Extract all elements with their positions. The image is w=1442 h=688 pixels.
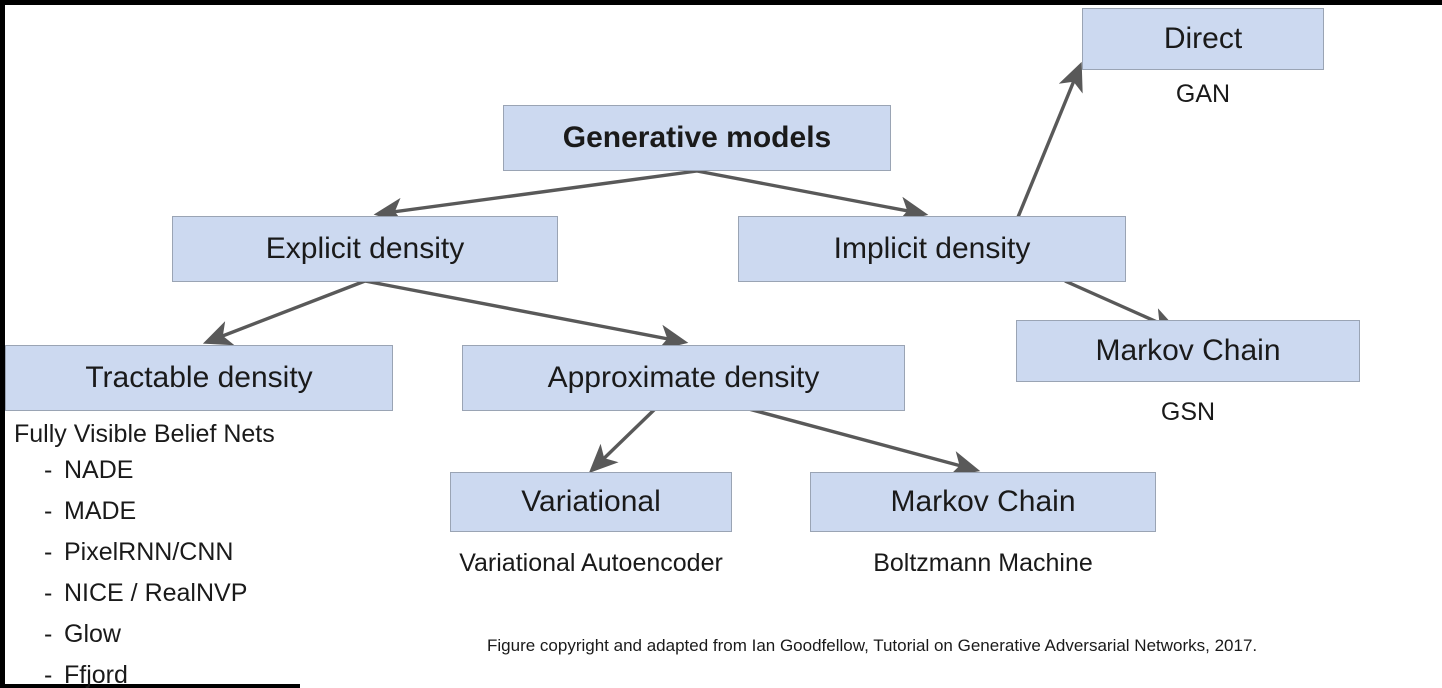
node-explicit-density[interactable]: Explicit density [172, 216, 558, 282]
sublabel-variational-autoencoder-text: Variational Autoencoder [459, 549, 723, 577]
edge-explicit-to-tractable [202, 279, 366, 346]
node-tractable-density[interactable]: Tractable density [5, 345, 393, 411]
tractable-examples-list: - NADE - MADE - PixelRNN/CNN - NICE / Re… [14, 458, 275, 688]
node-direct-label: Direct [1163, 22, 1243, 55]
node-tractable-density-label: Tractable density [85, 361, 313, 394]
list-item: - Ffjord [14, 663, 275, 688]
list-item-label: MADE [64, 497, 137, 525]
node-markov-chain-approximate[interactable]: Markov Chain [810, 472, 1156, 532]
node-markov-chain-approximate-label: Markov Chain [890, 485, 1076, 518]
edge-implicit-to-direct [1014, 61, 1083, 223]
figure-caption-text: Figure copyright and adapted from Ian Go… [487, 636, 1258, 655]
list-item-label: PixelRNN/CNN [64, 538, 234, 566]
edge-approximate-to-variational [588, 407, 657, 474]
tractable-density-examples: Fully Visible Belief Nets - NADE - MADE … [14, 422, 275, 688]
node-implicit-density-label: Implicit density [833, 232, 1031, 265]
bullet-dash: - [44, 456, 53, 484]
tractable-examples-title: Fully Visible Belief Nets [14, 420, 275, 448]
bullet-dash: - [44, 497, 53, 525]
list-item: - Glow [14, 622, 275, 647]
edge-approximate-to-markov-bottom [744, 406, 981, 477]
figure-caption: Figure copyright and adapted from Ian Go… [487, 637, 1257, 654]
node-variational-label: Variational [521, 485, 661, 518]
sublabel-gsn: GSN [1016, 400, 1360, 425]
sublabel-gsn-text: GSN [1160, 398, 1216, 426]
node-approximate-density[interactable]: Approximate density [462, 345, 905, 411]
node-generative-models-label: Generative models [562, 121, 832, 154]
frame-top-border [0, 0, 1442, 5]
node-implicit-density[interactable]: Implicit density [738, 216, 1126, 282]
sublabel-variational-autoencoder: Variational Autoencoder [411, 551, 771, 576]
sublabel-boltzmann-machine-text: Boltzmann Machine [873, 549, 1093, 577]
list-item-label: NADE [64, 456, 134, 484]
edge-root-to-explicit [373, 169, 698, 224]
node-markov-chain-implicit-label: Markov Chain [1095, 334, 1281, 367]
list-item: - NICE / RealNVP [14, 581, 275, 606]
list-item-label: NICE / RealNVP [64, 579, 248, 607]
frame-left-border [0, 0, 5, 688]
list-item: - NADE [14, 458, 275, 483]
list-item: - PixelRNN/CNN [14, 540, 275, 565]
list-item-label: Glow [64, 620, 121, 648]
bullet-dash: - [44, 661, 53, 688]
node-markov-chain-implicit[interactable]: Markov Chain [1016, 320, 1360, 382]
edge-root-to-implicit [696, 169, 929, 223]
bullet-dash: - [44, 620, 53, 648]
list-item-label: Ffjord [64, 661, 128, 688]
list-item: - MADE [14, 499, 275, 524]
frame-bottom-border [0, 684, 300, 688]
bullet-dash: - [44, 579, 53, 607]
node-explicit-density-label: Explicit density [265, 232, 465, 265]
node-direct[interactable]: Direct [1082, 8, 1324, 70]
bullet-dash: - [44, 538, 53, 566]
sublabel-gan: GAN [1082, 82, 1324, 107]
node-variational[interactable]: Variational [450, 472, 732, 532]
node-generative-models[interactable]: Generative models [503, 105, 891, 171]
sublabel-boltzmann-machine: Boltzmann Machine [810, 551, 1156, 576]
node-approximate-density-label: Approximate density [547, 361, 820, 394]
edge-explicit-to-approximate [364, 279, 689, 351]
sublabel-gan-text: GAN [1175, 80, 1231, 108]
